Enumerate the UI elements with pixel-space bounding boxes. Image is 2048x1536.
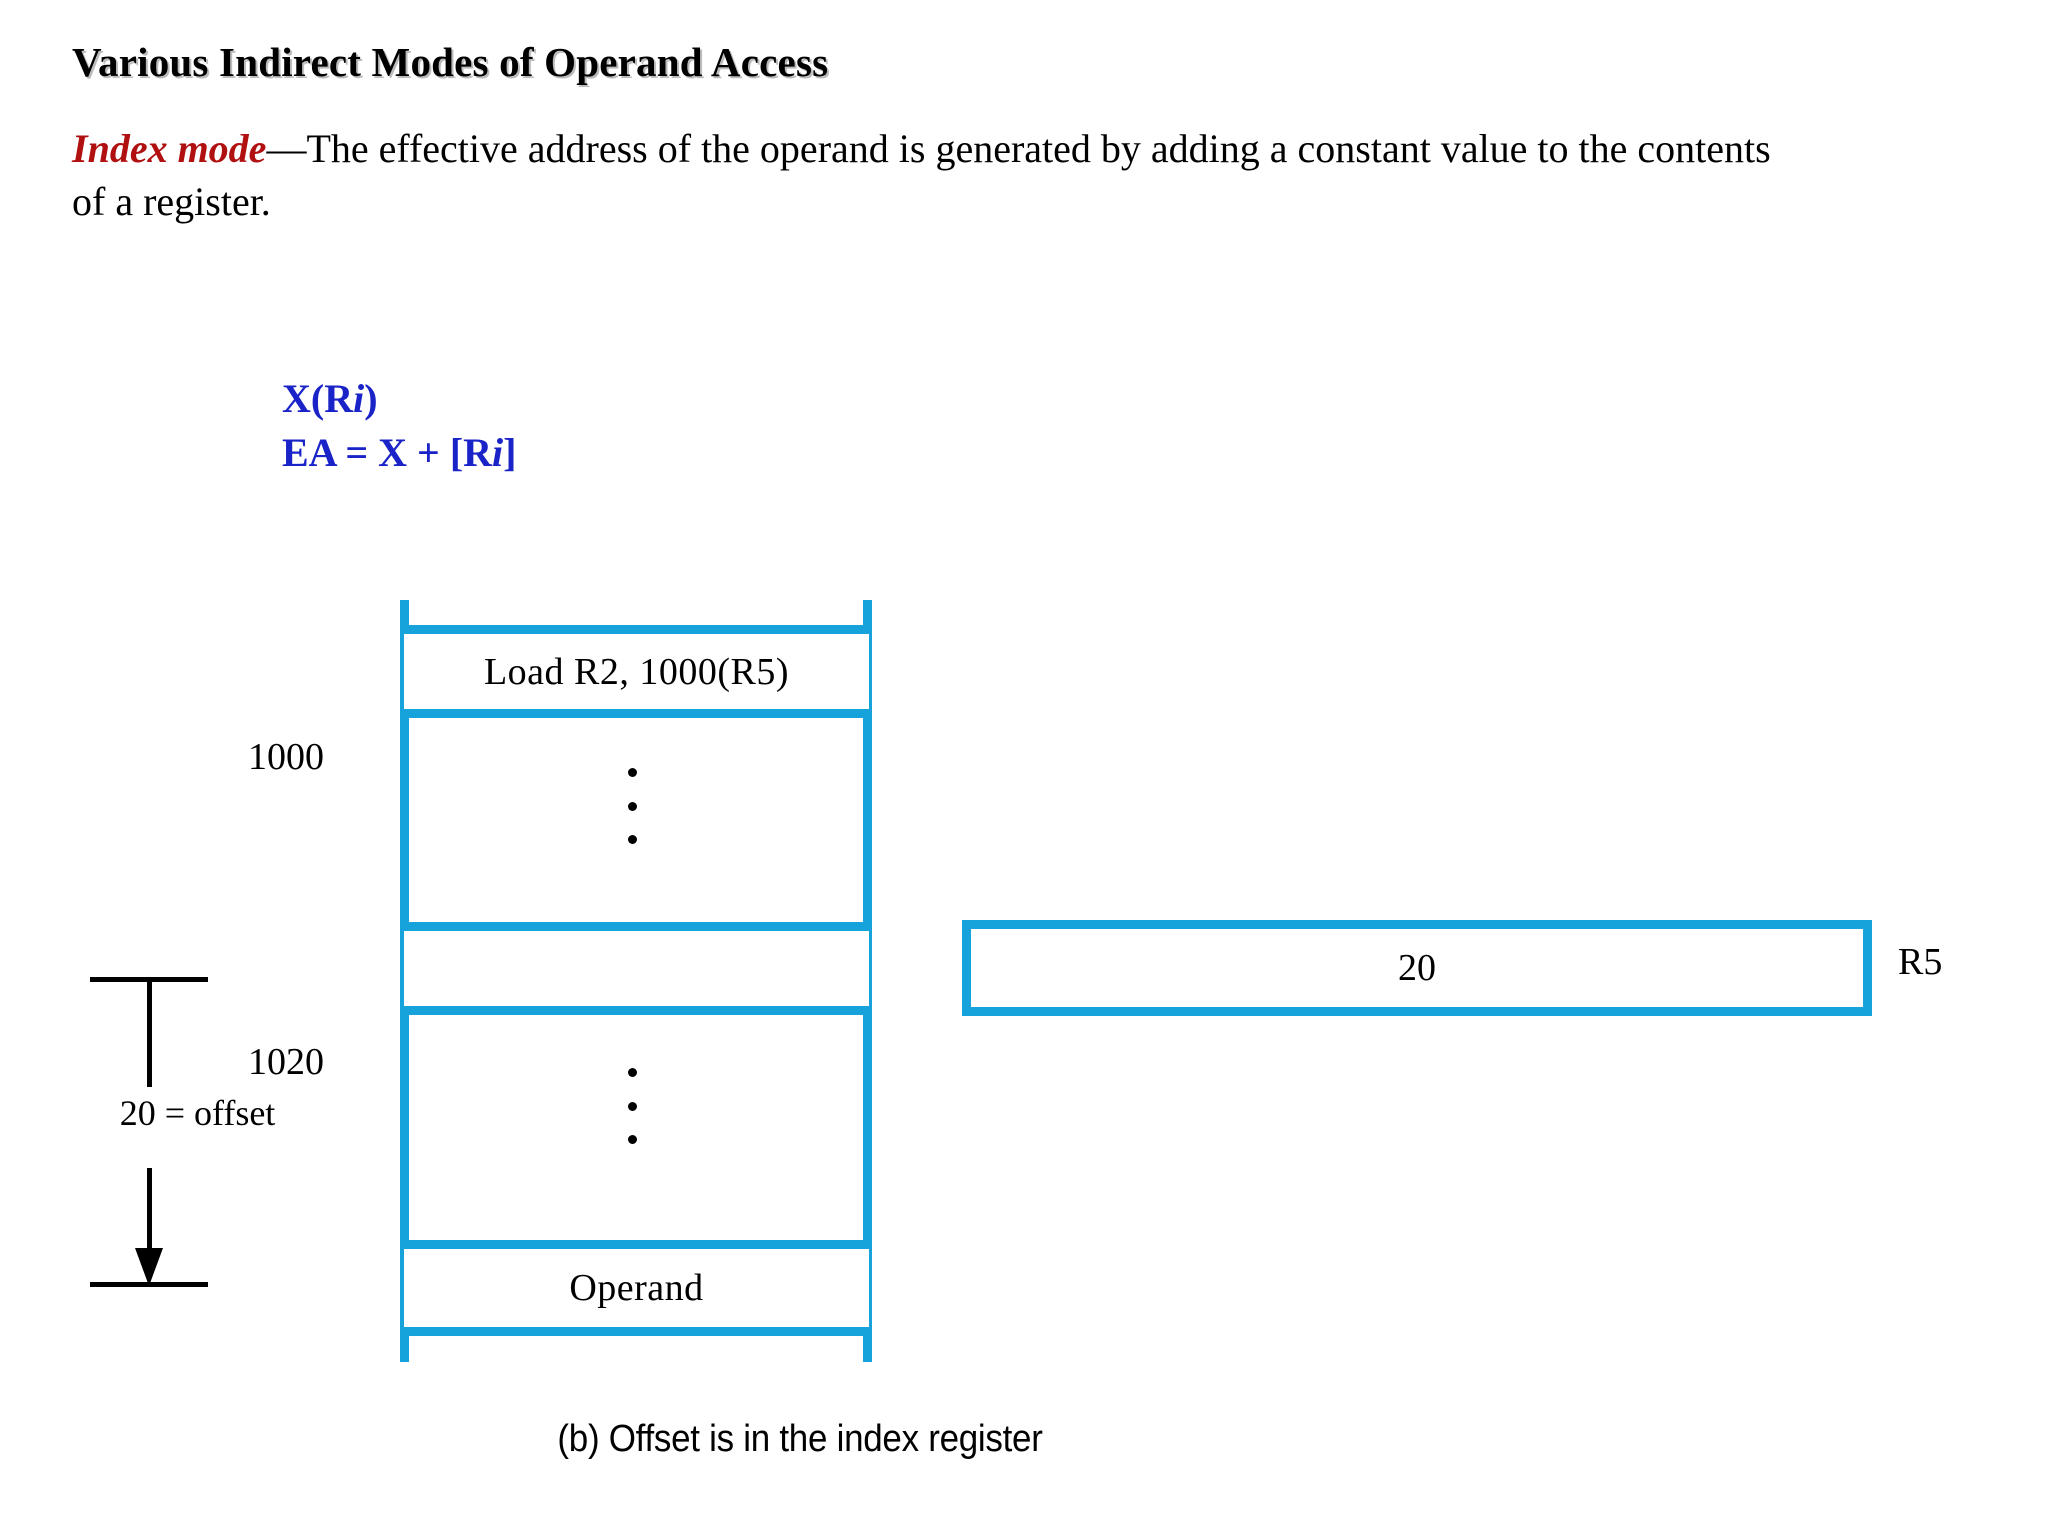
- operand-text: Operand: [569, 1267, 704, 1309]
- memory-row-instruction: Load R2, 1000(R5): [404, 625, 869, 718]
- offset-stem-lower: [147, 1168, 152, 1256]
- formula-line2-prefix: EA = X + [R: [282, 429, 493, 475]
- index-register-box: 20: [962, 920, 1872, 1016]
- offset-value-label: 20 = offset: [119, 1093, 276, 1133]
- memory-row-target-address: [404, 922, 869, 1015]
- offset-annotation: 20 = offset: [90, 960, 410, 1310]
- body-paragraph: Index mode—The effective address of the …: [72, 122, 1772, 228]
- formula-line-notation: X(Ri): [282, 372, 517, 426]
- offset-stem-upper: [147, 977, 152, 1087]
- formula-line2-suffix: ]: [503, 429, 517, 475]
- memory-row-operand: Operand: [404, 1240, 869, 1336]
- formula-line2-italic: i: [492, 429, 504, 475]
- address-label-start: 1000: [248, 736, 324, 778]
- formula-line1-prefix: X(R: [282, 376, 354, 421]
- address-label-end: 1020: [248, 1041, 324, 1083]
- mode-term-label: Index mode: [72, 126, 267, 171]
- page-title: Various Indirect Modes of Operand Access: [72, 39, 829, 85]
- figure-caption: (b) Offset is in the index register: [557, 1418, 1043, 1460]
- mode-description-text: —The effective address of the operand is…: [72, 126, 1771, 225]
- register-name-label: R5: [1898, 941, 1943, 983]
- formula-line1-suffix: ): [364, 376, 378, 421]
- memory-column-diagram: Load R2, 1000(R5) Operand: [400, 600, 872, 1362]
- offset-end-tick-line: [90, 1282, 208, 1287]
- vertical-ellipsis-icon-lower: [622, 1068, 642, 1144]
- formula-line1-italic: i: [353, 376, 365, 421]
- formula-line-effective-address: EA = X + [Ri]: [282, 426, 517, 480]
- formula-block: X(Ri) EA = X + [Ri]: [282, 372, 517, 479]
- arrow-down-icon: [135, 1248, 163, 1286]
- register-value: 20: [1398, 947, 1436, 989]
- vertical-ellipsis-icon: [622, 768, 642, 844]
- instruction-text: Load R2, 1000(R5): [483, 650, 790, 693]
